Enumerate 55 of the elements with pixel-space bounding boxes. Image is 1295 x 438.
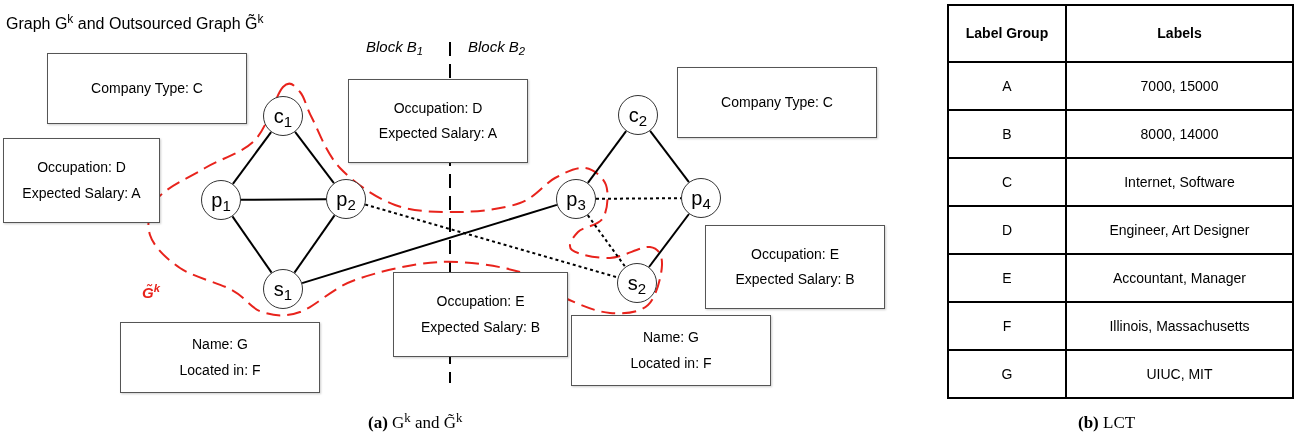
edge [301,203,558,285]
edge [231,215,273,274]
attribute-box [348,79,528,163]
table-cell: Engineer, Art Designer [1067,207,1294,253]
attribute-text: Company Type: C [91,79,203,98]
attribute-box [571,315,771,386]
attribute-box [393,272,568,357]
dotted-edge [364,203,619,279]
table-cell: G [949,351,1067,397]
edge [648,213,690,268]
table-cell: F [949,303,1067,349]
attribute-text: Occupation: E [436,293,525,311]
block-label: Block B$_{2}$ [468,37,526,59]
attribute-box [3,138,160,223]
attribute-text: Expected Salary: A [22,184,141,202]
table-cell: Illinois, Massachusetts [1067,303,1294,349]
attribute-text: Name: G [192,336,248,354]
table-cell: E [949,255,1067,301]
caption: (b) LCT [1078,412,1136,434]
table-cell: 8000, 14000 [1067,111,1294,157]
attribute-text: Occupation: D [393,99,483,117]
attribute-text: Expected Salary: B [735,271,855,289]
attribute-box [677,67,877,138]
table-cell: A [949,63,1067,109]
attribute-box [705,225,885,309]
attribute-box [120,322,320,393]
edge [293,214,336,274]
table-cell: D [949,207,1067,253]
title: Graph G$^{k}$ and Outsourced Graph G̃$^{k}$ [6,12,264,34]
attribute-text: Expected Salary: B [420,318,541,336]
table-cell: UIUC, MIT [1067,351,1294,397]
table-header-cell: Label Group [949,6,1067,61]
table-cell: Internet, Software [1067,159,1294,205]
attribute-text: Company Type: C [721,93,833,112]
edge [649,129,690,184]
dotted-edge [586,214,627,268]
attribute-text: Occupation: D [37,159,126,177]
attribute-text: Located in: F [630,354,712,372]
attribute-box [47,53,247,124]
attribute-text: Located in: F [179,361,261,379]
edge [294,130,335,185]
attribute-text: Name: G [643,329,699,347]
subgraph-label: G̃$^{k}$ [142,282,160,303]
edge [586,130,628,184]
table-cell: Accountant, Manager [1067,255,1294,301]
block-label: Block B$_{1}$ [366,37,424,59]
attribute-text: Expected Salary: A [378,125,498,143]
caption: (a) G$^{k}$ and G̃$^{k}$ [368,410,463,434]
edge [231,131,273,185]
table-cell: B [949,111,1067,157]
table-header-cell: Labels [1067,6,1294,61]
table-cell: C [949,159,1067,205]
edge [240,198,327,201]
table-cell: 7000, 15000 [1067,63,1294,109]
attribute-text: Occupation: E [751,245,839,263]
